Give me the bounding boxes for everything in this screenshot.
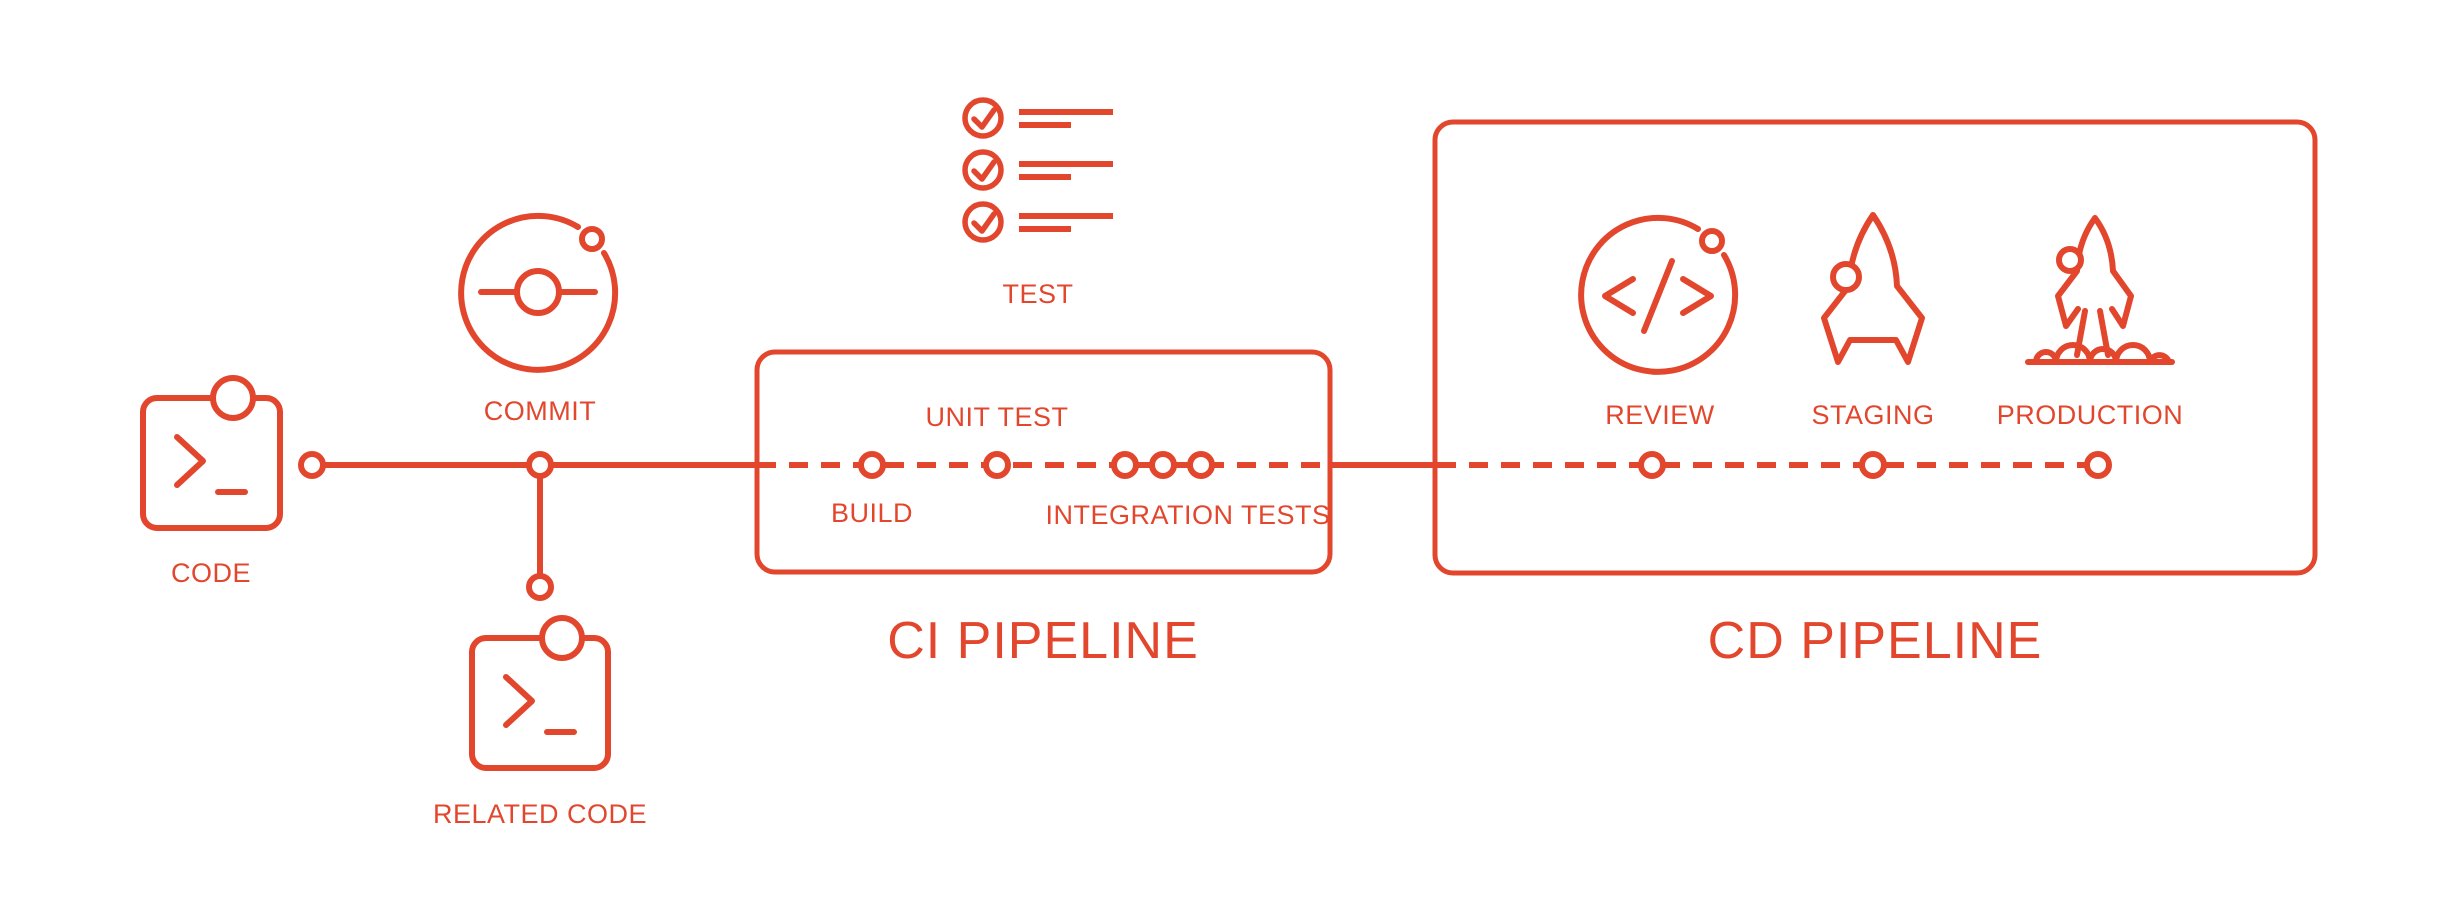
related-code-icon	[469, 615, 611, 771]
node-integration-3	[1187, 451, 1215, 479]
node-review	[1638, 451, 1666, 479]
pipeline-nodes	[298, 451, 2112, 601]
build-label: BUILD	[830, 498, 914, 528]
test-label: TEST	[1002, 279, 1074, 309]
node-commit	[526, 451, 554, 479]
test-checklist-icon	[962, 97, 1113, 243]
production-label: PRODUCTION	[1996, 400, 2184, 430]
node-integration-1	[1111, 451, 1139, 479]
production-rocket-icon	[2025, 215, 2175, 365]
node-code-start	[298, 451, 326, 479]
commit-icon	[458, 212, 619, 373]
related-code-label: RELATED CODE	[432, 799, 648, 829]
node-integration-2	[1149, 451, 1177, 479]
node-branch	[526, 573, 554, 601]
code-label: CODE	[170, 558, 252, 588]
review-icon	[1578, 214, 1739, 375]
cd-pipeline-box	[1432, 119, 2318, 576]
unit-test-label: UNIT TEST	[925, 402, 1069, 432]
node-build	[858, 451, 886, 479]
integration-tests-label: INTEGRATION TESTS	[1045, 500, 1331, 530]
cd-pipeline-title: CD PIPELINE	[1707, 612, 2043, 670]
commit-label: COMMIT	[483, 396, 597, 426]
ci-pipeline-title: CI PIPELINE	[887, 612, 1199, 670]
node-staging	[1859, 451, 1887, 479]
code-icon	[140, 375, 283, 531]
staging-rocket-icon	[1821, 212, 1925, 365]
review-label: REVIEW	[1605, 400, 1715, 430]
node-production	[2084, 451, 2112, 479]
node-unit-test	[983, 451, 1011, 479]
staging-label: STAGING	[1811, 400, 1935, 430]
